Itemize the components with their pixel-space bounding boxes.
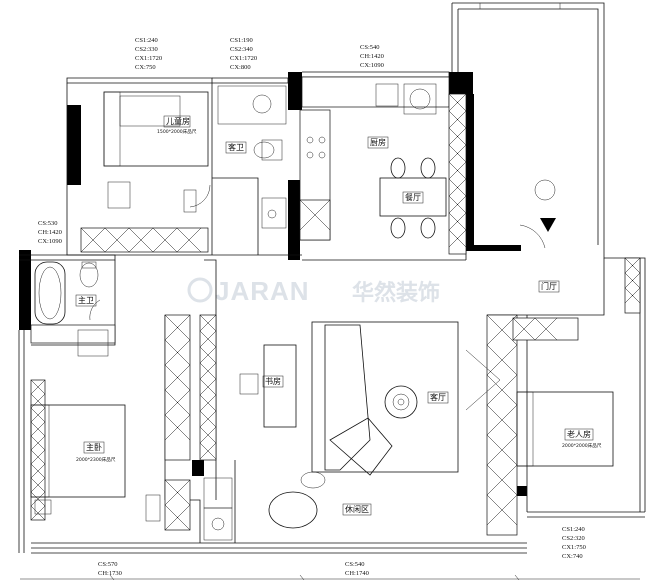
label-frames — [75, 115, 594, 516]
guest-bath-toilet — [253, 141, 275, 159]
label-master-bed: 2000*2300床品尺 — [76, 456, 116, 463]
note-masterbath-1: CS:530 — [38, 220, 58, 227]
note-kitchen-1: CS:540 — [360, 44, 380, 51]
note-guestbath-4: CX:800 — [230, 64, 251, 71]
fridge — [403, 83, 437, 115]
bathtub — [34, 261, 66, 325]
note-leisure-1: CS:540 — [345, 561, 365, 568]
label-children-room: 儿童房 — [166, 116, 190, 126]
label-kitchen: 厨房 — [370, 137, 386, 147]
outer-outline — [18, 2, 646, 554]
note-children-2: CS2:330 — [135, 46, 158, 53]
note-guestbath-1: CS1:190 — [230, 37, 253, 44]
label-children-bed: 1500*2000床品尺 — [157, 128, 197, 135]
guest-bath-shower — [252, 94, 272, 114]
children-desk-chair — [107, 181, 131, 209]
lounge-chair — [268, 491, 318, 529]
guest-bath-sink — [261, 197, 287, 229]
watermark-latin: JARAN — [215, 276, 310, 306]
coffee-table — [384, 385, 418, 419]
furniture — [30, 83, 614, 541]
watermark-chinese: 华然装饰 — [352, 280, 440, 306]
note-elder-3: CX1:750 — [562, 544, 586, 551]
note-children-4: CX:750 — [135, 64, 156, 71]
label-foyer: 门厅 — [541, 281, 557, 291]
note-master-2: CH:1730 — [98, 570, 122, 577]
dining-table — [379, 177, 447, 217]
master-sink — [77, 329, 109, 357]
master-toilet — [79, 262, 99, 288]
note-children-3: CX1:1720 — [135, 55, 162, 62]
note-masterbath-2: CH:1420 — [38, 229, 62, 236]
note-master-1: CS:570 — [98, 561, 118, 568]
note-kitchen-2: CH:1420 — [360, 53, 384, 60]
label-elder-room: 老人房 — [567, 429, 591, 439]
note-elder-4: CX:740 — [562, 553, 583, 560]
study-chair — [239, 373, 259, 395]
label-living: 客厅 — [430, 392, 446, 402]
kitchen-sink — [375, 83, 399, 107]
label-guest-bath: 客卫 — [228, 142, 244, 152]
note-elder-1: CS1:240 — [562, 526, 585, 533]
note-kitchen-3: CX:1090 — [360, 62, 384, 69]
watermark: JARAN 华然装饰 — [187, 276, 440, 306]
note-leisure-2: CH:1740 — [345, 570, 369, 577]
label-study: 书房 — [265, 376, 281, 386]
cabinet-x-patterns — [30, 93, 641, 531]
note-guestbath-2: CS2:340 — [230, 46, 253, 53]
study-desk — [263, 344, 297, 428]
note-masterbath-3: CX:1090 — [38, 238, 62, 245]
label-master-bedroom: 主卧 — [86, 442, 102, 452]
sofa — [324, 324, 371, 471]
note-children-1: CS1:240 — [135, 37, 158, 44]
label-master-bath: 主卫 — [78, 295, 94, 305]
living-rug — [311, 321, 459, 473]
children-bed — [103, 91, 209, 167]
note-elder-2: CS2:320 — [562, 535, 585, 542]
note-guestbath-3: CX1:1720 — [230, 55, 257, 62]
entrance-arrow — [540, 218, 556, 232]
label-elder-bed: 2000*2000床品尺 — [562, 442, 602, 449]
room-labels: 儿童房 1500*2000床品尺 客卫 厨房 餐厅 主卫 书房 客厅 门厅 老人… — [76, 116, 602, 514]
label-leisure: 休闲区 — [345, 504, 369, 514]
label-dining: 餐厅 — [405, 193, 421, 202]
curtain-notes: CS1:240 CS2:330 CX1:1720 CX:750 CS1:190 … — [38, 37, 586, 577]
